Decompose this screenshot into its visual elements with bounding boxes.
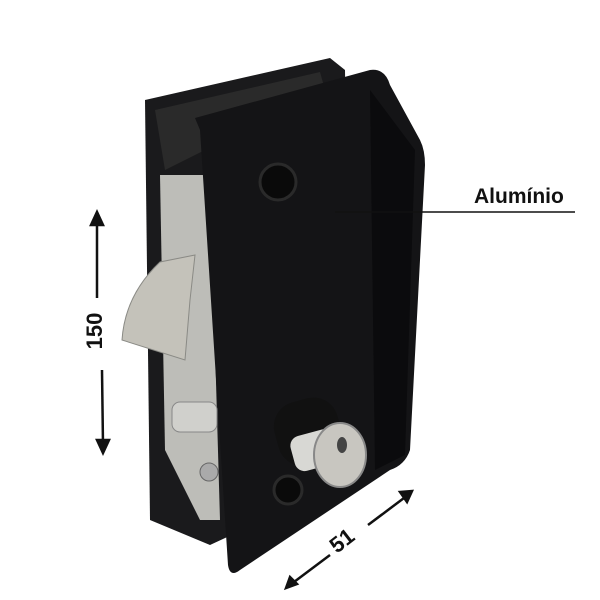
height-dimension-arrow — [89, 209, 111, 456]
screw-top-icon — [258, 162, 298, 202]
cover-side-edge — [370, 90, 415, 470]
keyhole-icon — [337, 437, 347, 453]
screw-bottom-icon — [272, 474, 304, 506]
key-cylinder — [313, 422, 367, 488]
bolt — [171, 401, 218, 433]
material-label: Alumínio — [474, 185, 564, 208]
latch-hook — [121, 254, 196, 361]
width-dimension-arrow — [283, 489, 415, 591]
height-dimension-label: 150 — [82, 312, 107, 350]
front-cover — [195, 69, 425, 574]
screw-icon — [199, 462, 219, 482]
